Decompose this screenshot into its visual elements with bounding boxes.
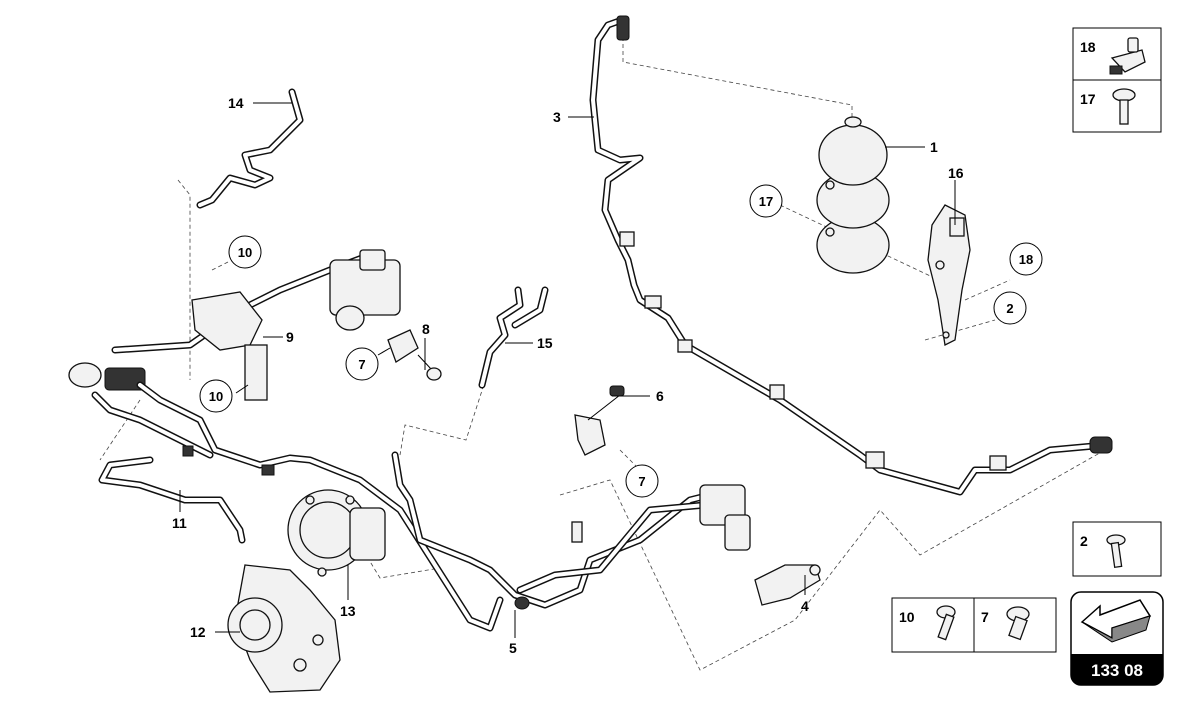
svg-text:2: 2 (1006, 301, 1013, 316)
legend-box-10-7: 10 7 (891, 597, 1057, 653)
callout-1: 1 (930, 139, 938, 155)
part-5-pipe (391, 451, 751, 610)
part-6-clip (574, 385, 625, 456)
callout-9: 9 (286, 329, 294, 345)
callout-11: 11 (172, 515, 187, 531)
svg-text:17: 17 (759, 194, 773, 209)
part-9-bracket-assembly (111, 249, 401, 401)
svg-text:18: 18 (1019, 252, 1033, 267)
svg-text:7: 7 (638, 474, 645, 489)
callout-4: 4 (801, 598, 809, 614)
callout-12: 12 (190, 624, 206, 640)
bolt-icon (1112, 88, 1136, 125)
legend-box-18-17: 18 17 (1072, 27, 1162, 133)
svg-text:10: 10 (238, 245, 252, 260)
screw-icon (1106, 534, 1126, 569)
svg-text:10: 10 (209, 389, 223, 404)
legend-label-7: 7 (981, 609, 989, 625)
part-11-pipe (68, 362, 504, 632)
svg-text:7: 7 (358, 357, 365, 372)
legend-label-10: 10 (899, 609, 915, 625)
part-15-hose (478, 286, 549, 389)
clip-nut-icon (1109, 37, 1146, 75)
part-13-vacuum-pump (287, 489, 386, 577)
circle-callout-17: 17 (749, 184, 783, 218)
legend-box-2: 2 (1072, 521, 1162, 577)
callout-14: 14 (228, 95, 244, 111)
page-badge[interactable]: 133 08 (1070, 591, 1164, 686)
legend-label-17: 17 (1080, 91, 1096, 107)
legend-label-18: 18 (1080, 39, 1096, 55)
part-1-reservoir (816, 116, 890, 274)
circle-callout-7-left: 7 (345, 347, 379, 381)
part-8-clip (387, 329, 442, 381)
callout-labels: 1 3 16 14 9 8 15 6 11 13 12 5 4 (172, 95, 964, 656)
nav-arrow-icon (1080, 599, 1152, 643)
callout-5: 5 (509, 640, 517, 656)
part-3-pipe (589, 15, 1113, 496)
circled-callouts: 10 10 7 7 17 18 2 (199, 184, 1043, 498)
screw-7-icon (1006, 606, 1030, 641)
callout-3: 3 (553, 109, 561, 125)
legend-label-2: 2 (1080, 533, 1088, 549)
leader-lines (179, 102, 956, 638)
callout-16: 16 (948, 165, 964, 181)
circle-callout-18: 18 (1009, 242, 1043, 276)
part-12-pump (227, 564, 341, 693)
callout-6: 6 (656, 388, 664, 404)
callout-8: 8 (422, 321, 430, 337)
part-4-clip (754, 564, 821, 606)
part-14-hose (196, 88, 304, 209)
page-number: 133 08 (1091, 661, 1143, 680)
circle-callout-2: 2 (993, 291, 1027, 325)
callout-15: 15 (537, 335, 553, 351)
circle-callout-10-bottom: 10 (199, 379, 233, 413)
circle-callout-10-top: 10 (228, 235, 262, 269)
circle-callout-7-right: 7 (625, 464, 659, 498)
screw-10-icon (936, 605, 956, 641)
part-16-bracket (927, 204, 971, 346)
callout-13: 13 (340, 603, 356, 619)
